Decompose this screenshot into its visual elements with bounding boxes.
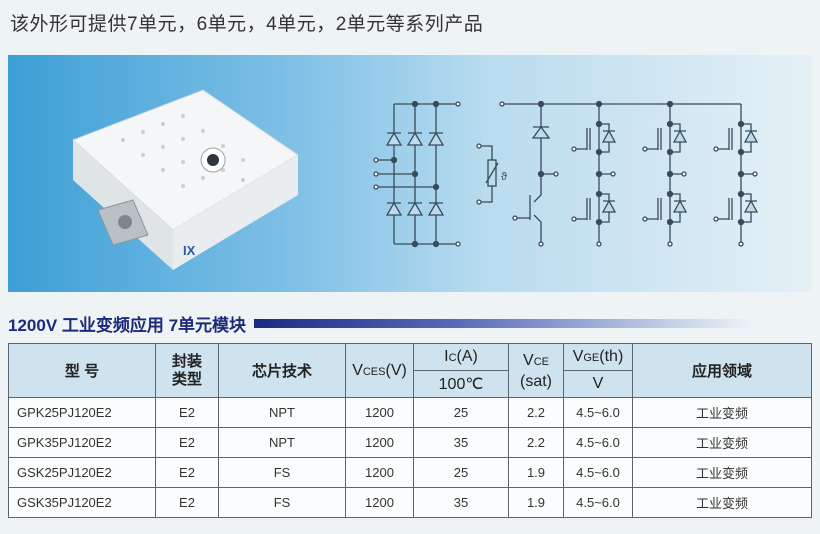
cell-package: E2 bbox=[155, 397, 219, 428]
header-ic-condition: 100℃ bbox=[413, 370, 509, 398]
cell-vce: 1.9 bbox=[508, 487, 564, 518]
cell-vce: 1.9 bbox=[508, 457, 564, 488]
product-spec-table: 型 号 封装 类型 芯片技术 VCES(V) IC(A) VCE(sat) VG… bbox=[8, 343, 812, 518]
header-vces: VCES(V) bbox=[345, 343, 414, 398]
cell-vce: 2.2 bbox=[508, 397, 564, 428]
cell-model: GPK35PJ120E2 bbox=[8, 427, 156, 458]
cell-ic: 25 bbox=[413, 457, 509, 488]
header-vge-th: VGE(th) bbox=[563, 343, 633, 371]
table-header-row: 型 号 封装 类型 芯片技术 VCES(V) IC(A) VCE(sat) VG… bbox=[8, 343, 812, 398]
cell-ic: 35 bbox=[413, 487, 509, 518]
header-package: 封装 类型 bbox=[155, 343, 219, 398]
header-model: 型 号 bbox=[8, 343, 156, 398]
cell-vces: 1200 bbox=[345, 457, 414, 488]
cell-tech: NPT bbox=[218, 397, 346, 428]
cell-vces: 1200 bbox=[345, 487, 414, 518]
cell-vge: 4.5~6.0 bbox=[563, 427, 633, 458]
cell-model: GSK35PJ120E2 bbox=[8, 487, 156, 518]
section-title: 1200V 工业变频应用 7单元模块 bbox=[8, 311, 755, 336]
module-logo: IX bbox=[183, 243, 196, 258]
section-title-text: 1200V 工业变频应用 7单元模块 bbox=[8, 316, 247, 335]
cell-vge: 4.5~6.0 bbox=[563, 487, 633, 518]
cell-vce: 2.2 bbox=[508, 427, 564, 458]
product-banner: IX ϑ bbox=[8, 55, 812, 292]
cell-model: GPK25PJ120E2 bbox=[8, 397, 156, 428]
header-application: 应用领域 bbox=[632, 343, 812, 398]
header-vce-sat: VCE(sat) bbox=[508, 343, 564, 398]
header-vge-unit: V bbox=[563, 370, 633, 398]
headline: 该外形可提供7单元，6单元，4单元，2单元等系列产品 bbox=[10, 14, 484, 35]
cell-app: 工业变频 bbox=[632, 397, 812, 428]
table-subheader-row: 100℃ V bbox=[9, 370, 812, 398]
cell-app: 工业变频 bbox=[632, 487, 812, 518]
header-chip-tech: 芯片技术 bbox=[218, 343, 346, 398]
cell-ic: 35 bbox=[413, 427, 509, 458]
cell-tech: FS bbox=[218, 457, 346, 488]
cell-package: E2 bbox=[155, 487, 219, 518]
ntc-symbol: ϑ bbox=[501, 171, 507, 183]
cell-model: GSK25PJ120E2 bbox=[8, 457, 156, 488]
cell-tech: FS bbox=[218, 487, 346, 518]
circuit-diagram: ϑ bbox=[373, 100, 759, 248]
cell-vces: 1200 bbox=[345, 397, 414, 428]
cell-package: E2 bbox=[155, 457, 219, 488]
igbt-module-image: IX bbox=[72, 89, 299, 270]
cell-tech: NPT bbox=[218, 427, 346, 458]
cell-app: 工业变频 bbox=[632, 457, 812, 488]
cell-vces: 1200 bbox=[345, 427, 414, 458]
title-decoration-bar bbox=[254, 319, 755, 328]
cell-vge: 4.5~6.0 bbox=[563, 397, 633, 428]
header-ic: IC(A) bbox=[413, 343, 509, 371]
cell-package: E2 bbox=[155, 427, 219, 458]
cell-vge: 4.5~6.0 bbox=[563, 457, 633, 488]
cell-ic: 25 bbox=[413, 397, 509, 428]
cell-app: 工业变频 bbox=[632, 427, 812, 458]
